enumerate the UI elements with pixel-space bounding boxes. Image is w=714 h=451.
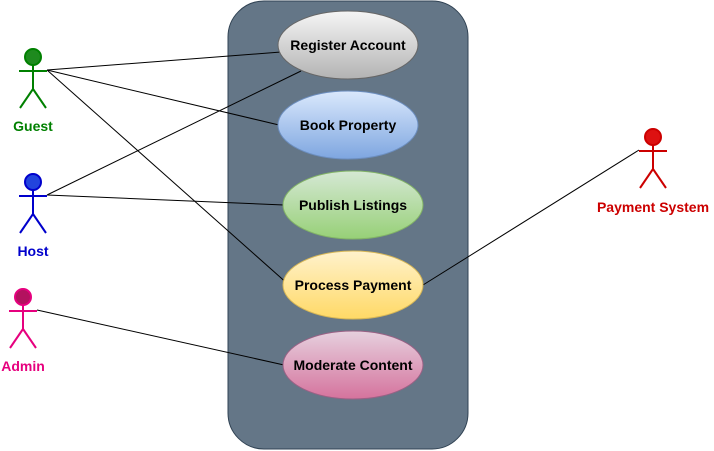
host-label: Host [17, 243, 48, 259]
association-host-publish[interactable] [46, 194, 285, 206]
association-guest-register[interactable] [46, 51, 282, 71]
actor-guest[interactable]: Guest [13, 48, 53, 134]
host-stick-figure-icon [19, 173, 47, 234]
actor-admin[interactable]: Admin [1, 288, 45, 374]
guest-label: Guest [13, 118, 53, 134]
book-property-label: Book Property [300, 117, 397, 133]
moderate-content-label: Moderate Content [294, 357, 413, 373]
association-payment_system-payment[interactable] [422, 149, 640, 286]
payment-system-label: Payment System [597, 199, 709, 215]
process-payment-ellipse[interactable] [282, 250, 424, 320]
guest-stick-figure-icon [19, 48, 47, 109]
payment-system-stick-figure-icon [639, 128, 667, 189]
associations-layer [36, 51, 640, 366]
use-cases-layer: Register Account Book Property Publish L… [277, 10, 424, 400]
use-case-book-property[interactable]: Book Property [277, 90, 419, 160]
use-case-publish-listings[interactable]: Publish Listings [282, 170, 424, 240]
association-admin-moderate[interactable] [36, 309, 285, 366]
actor-payment-system[interactable]: Payment System [597, 128, 709, 215]
association-guest-book[interactable] [46, 69, 280, 126]
publish-listings-label: Publish Listings [299, 197, 407, 213]
association-host-register[interactable] [46, 70, 302, 196]
register-account-label: Register Account [290, 37, 406, 53]
admin-stick-figure-icon [9, 288, 37, 349]
use-case-moderate-content[interactable]: Moderate Content [282, 330, 424, 400]
process-payment-label: Process Payment [295, 277, 412, 293]
use-case-process-payment[interactable]: Process Payment [282, 250, 424, 320]
book-property-ellipse[interactable] [277, 90, 419, 160]
register-account-ellipse[interactable] [277, 10, 419, 80]
use-case-register-account[interactable]: Register Account [277, 10, 419, 80]
association-guest-payment[interactable] [46, 69, 290, 286]
publish-listings-ellipse[interactable] [282, 170, 424, 240]
moderate-content-ellipse[interactable] [282, 330, 424, 400]
admin-label: Admin [1, 358, 45, 374]
actor-host[interactable]: Host [17, 173, 49, 259]
